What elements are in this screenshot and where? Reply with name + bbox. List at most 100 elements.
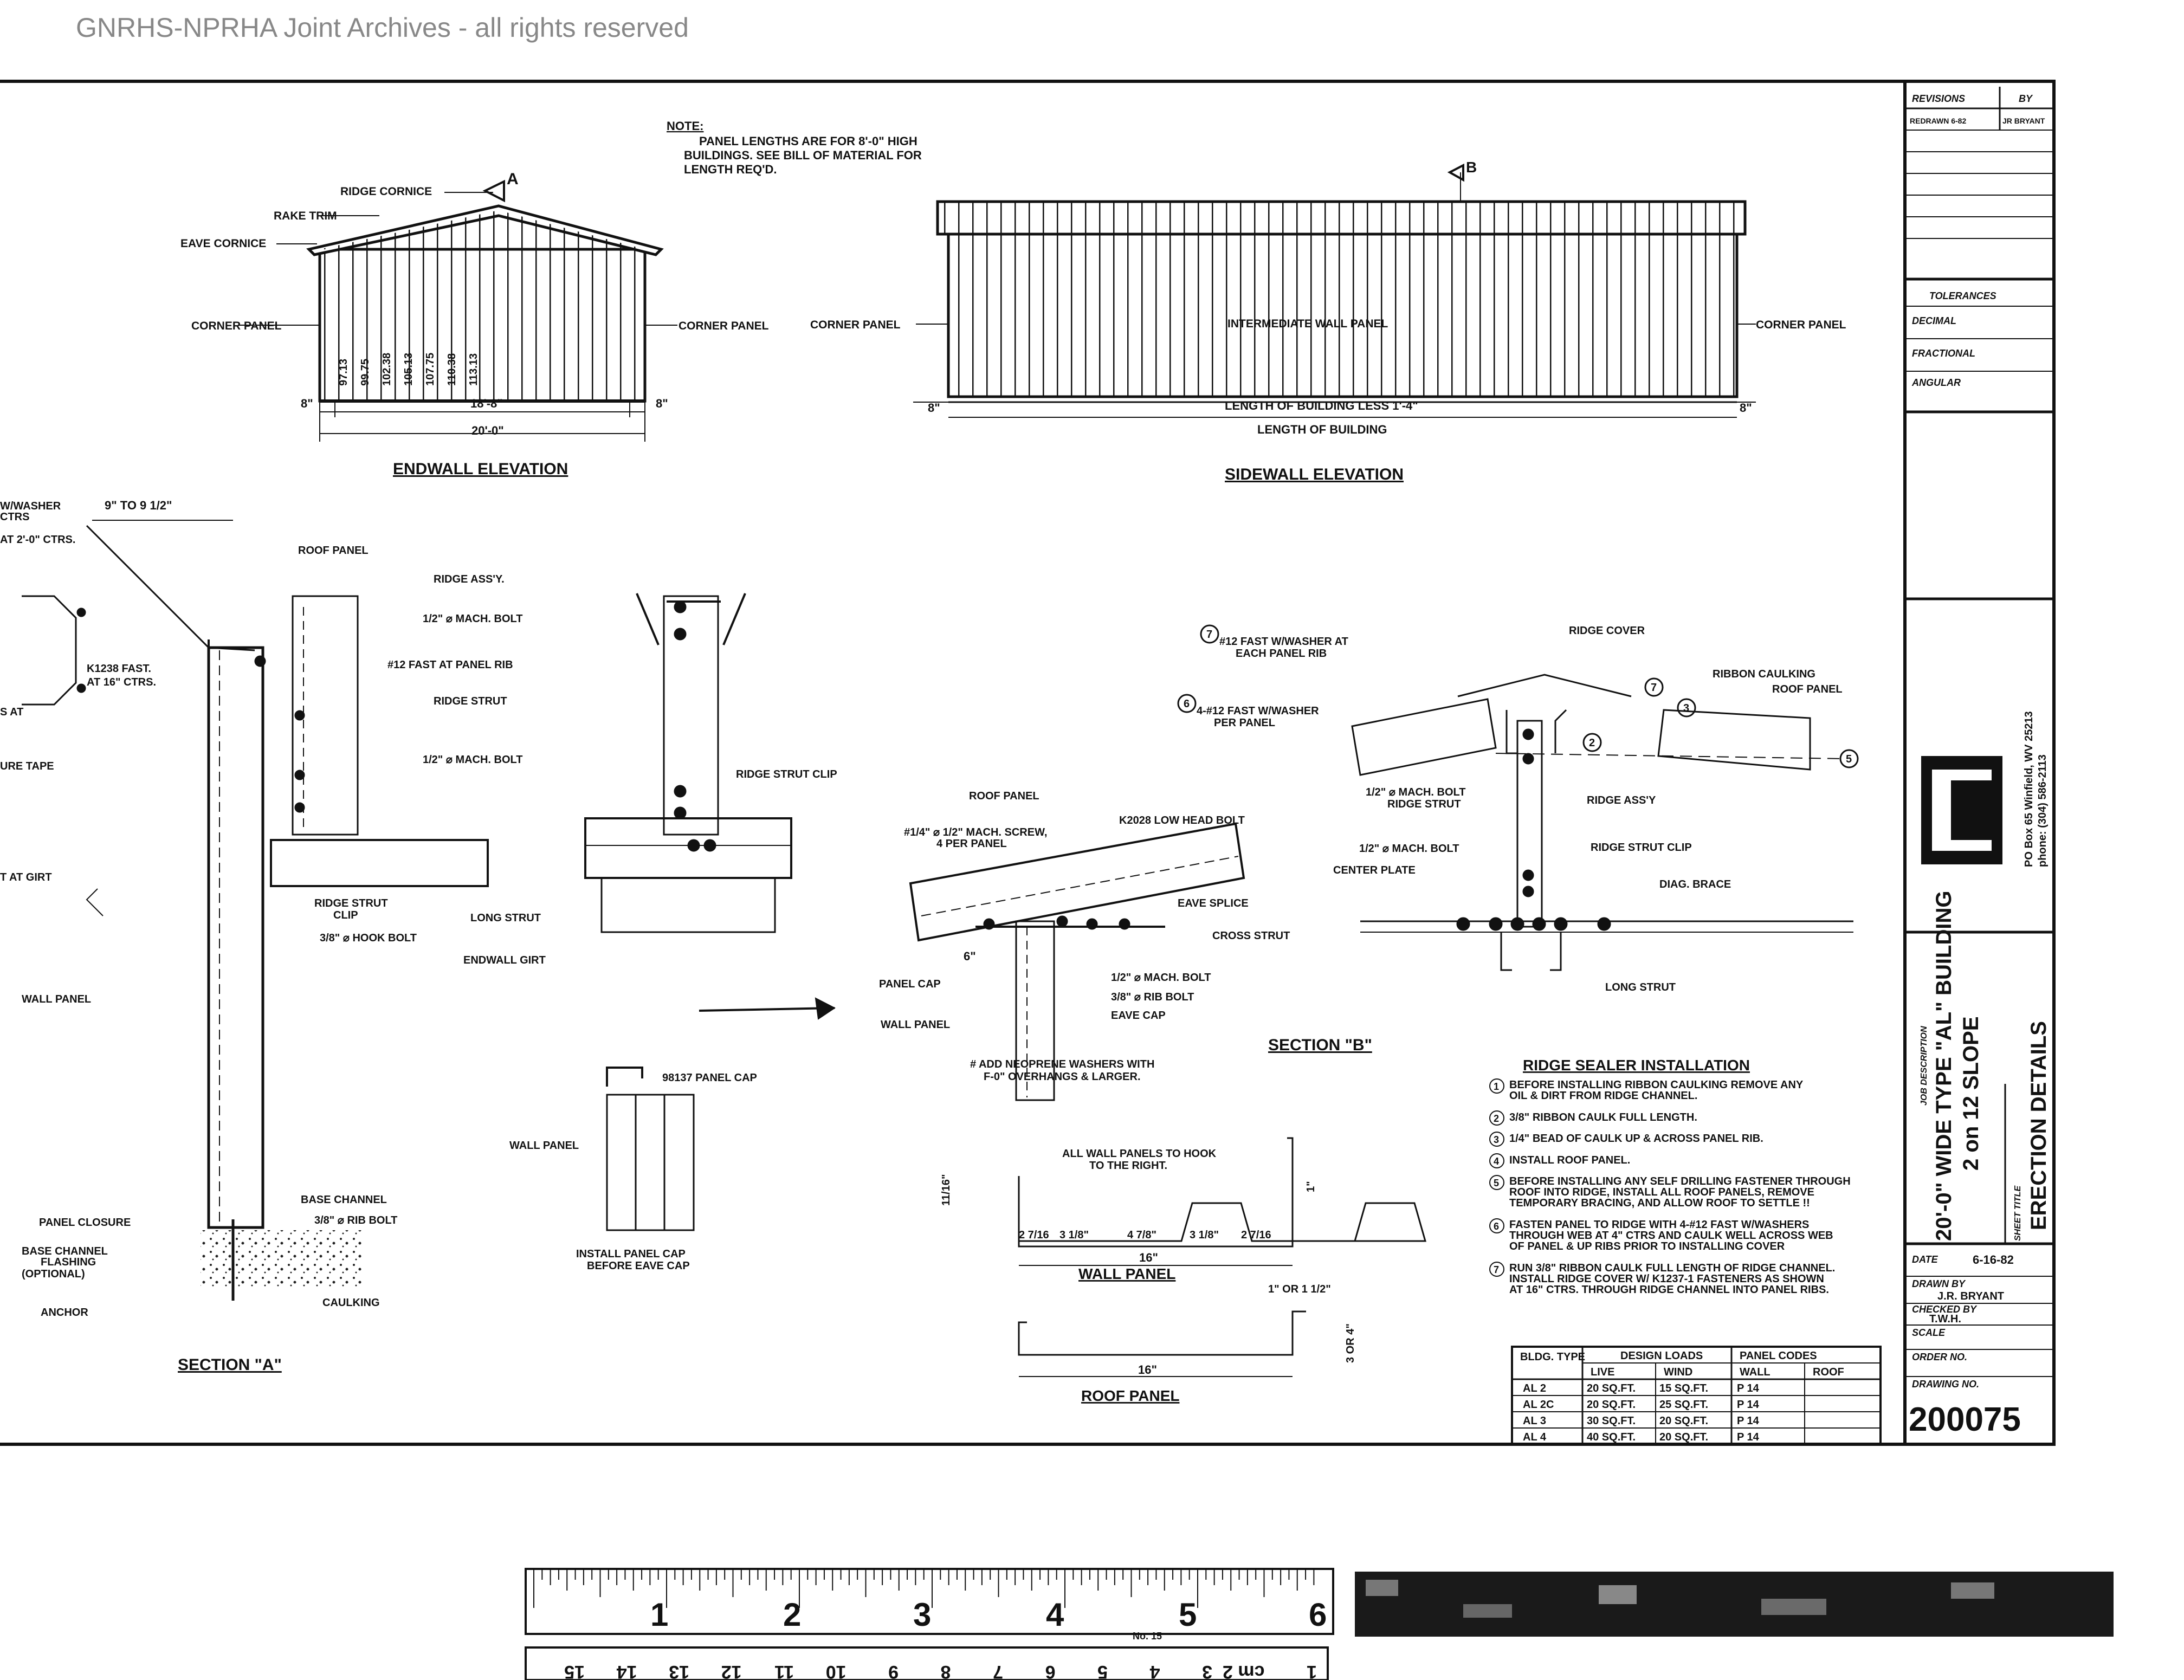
base-flashing-label: FLASHING: [41, 1256, 96, 1268]
ridge-assy-label: RIDGE ASS'Y: [1587, 794, 1656, 806]
ridge-cover-label: RIDGE COVER: [1569, 625, 1645, 637]
drawn-label: DRAWN BY: [1912, 1278, 1966, 1289]
sealer-step-number: 3: [1494, 1134, 1499, 1145]
section-a-drawing: [22, 520, 836, 1301]
k2028-label: K2028 LOW HEAD BOLT: [1119, 815, 1245, 826]
table-cell: AL 2: [1523, 1382, 1546, 1394]
mach-bolt-label: 1/2" ⌀ MACH. BOLT: [423, 754, 523, 766]
sealer-step: 2 3/8" RIBBON CAULK FULL LENGTH.: [1489, 1110, 1697, 1126]
table-cell: 40 SQ.FT.: [1587, 1431, 1636, 1443]
table-cell: 20 SQ.FT.: [1587, 1382, 1636, 1394]
dim-6-label: 6": [964, 949, 976, 963]
wall-panel-label: WALL PANEL: [509, 1140, 579, 1152]
section-b-title: SECTION "B": [1268, 1036, 1372, 1054]
calibration-strip: [1355, 1572, 2114, 1637]
panel-length-label: 113.13: [468, 353, 480, 386]
table-row: AL 3 30 SQ.FT. 20 SQ.FT. P 14: [1523, 1415, 1760, 1427]
wall-panel-title: WALL PANEL: [1078, 1265, 1175, 1282]
corner-panel-label: CORNER PANEL: [1756, 319, 1846, 331]
sealer-step-text: BEFORE INSTALLING ANY SELF DRILLING FAST…: [1509, 1175, 1851, 1187]
intermediate-wall-panel-label: INTERMEDIATE WALL PANEL: [1227, 318, 1388, 330]
panel-cap-labels: 98137 PANEL CAP WALL PANEL INSTALL PANEL…: [509, 1072, 757, 1272]
ruler-cm: 14: [617, 1662, 637, 1680]
fast-washer-label: EACH PANEL RIB: [1236, 648, 1327, 660]
dim-left-label: 8": [301, 397, 313, 410]
roof-panel-title: ROOF PANEL: [1081, 1387, 1179, 1404]
table-subheader: WALL: [1740, 1366, 1771, 1378]
job-line-1: 20'-0" WIDE TYPE "AL" BUILDING: [1932, 891, 1956, 1241]
neoprene-note: F-0" OVERHANGS & LARGER.: [984, 1071, 1141, 1083]
drawing-number: 200075: [1909, 1401, 2021, 1438]
neoprene-note: # ADD NEOPRENE WASHERS WITH: [970, 1058, 1154, 1070]
panel-length-label: 99.75: [359, 359, 371, 386]
sealer-step-number: 7: [1494, 1264, 1499, 1275]
sheet-title: ERECTION DETAILS: [2027, 1021, 2051, 1230]
table-subheader: ROOF: [1813, 1366, 1844, 1378]
ridge-strut-clip-label: RIDGE STRUT CLIP: [736, 768, 837, 780]
checked-value: T.W.H.: [1929, 1313, 1961, 1325]
rake-trim-label: RAKE TRIM: [274, 210, 337, 222]
ridge-cornice-label: RIDGE CORNICE: [340, 185, 432, 198]
roof-panel-label: ROOF PANEL: [1772, 683, 1843, 695]
sealer-step: 7 RUN 3/8" RIBBON CAULK FULL LENGTH OF R…: [1489, 1262, 1835, 1296]
table-cell: AL 4: [1523, 1431, 1547, 1443]
panel-length-label: 107.75: [424, 353, 436, 386]
panel-length-label: 97.13: [338, 359, 350, 386]
sealer-step-text: AT 16" CTRS. THROUGH RIDGE CHANNEL INTO …: [1509, 1284, 1829, 1296]
caulking-label: CAULKING: [322, 1297, 380, 1309]
fast-per-label: 4-#12 FAST W/WASHER: [1197, 705, 1319, 717]
sealer-step: 1 BEFORE INSTALLING RIBBON CAULKING REMO…: [1489, 1078, 1804, 1102]
ruler-cm: 7: [993, 1662, 1003, 1680]
ruler-inch: 2: [783, 1597, 801, 1633]
long-strut-label: LONG STRUT: [1605, 981, 1676, 993]
table-cell: 25 SQ.FT.: [1659, 1399, 1708, 1411]
checked-label: CHECKED BY: [1912, 1304, 1978, 1315]
roof-panel-labels: 1" OR 1 1/2" 3 OR 4" 16" ROOF PANEL: [1081, 1283, 1356, 1404]
corner-panel-label: CORNER PANEL: [810, 319, 901, 331]
roof-panel-label: ROOF PANEL: [969, 790, 1039, 802]
section-a-labels: W/WASHER CTRS AT 2'-0" CTRS. 9" TO 9 1/2…: [0, 499, 837, 1374]
section-a-title: SECTION "A": [178, 1356, 282, 1374]
dim-right-label: 8": [1740, 401, 1752, 415]
panel-dim: 4 7/8": [1127, 1229, 1156, 1241]
mach-bolt-label: 1/2" ⌀ MACH. BOLT: [423, 613, 523, 625]
rib-bolt-label: 3/8" ⌀ RIB BOLT: [1111, 991, 1194, 1003]
ruler-cm: 11: [774, 1662, 794, 1680]
dim-top-label: 9" TO 9 1/2": [105, 499, 172, 512]
decimal-label: DECIMAL: [1912, 315, 1956, 326]
endwall-labels: RIDGE CORNICE RAKE TRIM EAVE CORNICE COR…: [180, 170, 769, 478]
revision-entry: REDRAWN 6-82: [1910, 117, 1966, 125]
height-dim: 11/16": [940, 1174, 952, 1206]
hook-bolt-label: 3/8" ⌀ HOOK BOLT: [320, 932, 417, 944]
diag-brace-label: DIAG. BRACE: [1659, 878, 1731, 890]
mach-bolt-label: 1/2" ⌀ MACH. BOLT: [1366, 786, 1466, 798]
title-block: [1903, 80, 2056, 1446]
ridge-assy-label: RIDGE ASS'Y.: [434, 573, 505, 585]
panel-length-label: 102.38: [381, 353, 393, 386]
corner-panel-label: CORNER PANEL: [679, 320, 769, 332]
wall-panel-note: TO THE RIGHT.: [1089, 1160, 1167, 1172]
ruler-cm: 6: [1045, 1662, 1056, 1680]
tape-label: URE TAPE: [0, 760, 54, 772]
eave-cornice-label: EAVE CORNICE: [180, 237, 266, 250]
install-note: BEFORE EAVE CAP: [587, 1260, 690, 1272]
ruler-cm: 5: [1097, 1662, 1108, 1680]
table-cell: 20 SQ.FT.: [1659, 1415, 1708, 1427]
k1238-label: K1238 FAST.: [87, 663, 151, 675]
at16-label: AT 16" CTRS.: [87, 676, 156, 688]
title-block-labels: REVISIONS BY REDRAWN 6-82 JR BRYANT TOLE…: [1909, 93, 2051, 1438]
note-heading: NOTE:: [667, 119, 703, 133]
eave-detail-drawing: [909, 822, 1245, 1101]
angular-label: ANGULAR: [1911, 377, 1961, 388]
job-line-2: 2 on 12 SLOPE: [1959, 1016, 1983, 1171]
dim-total-label: 20'-0": [471, 424, 504, 437]
sealer-step-text: 3/8" RIBBON CAULK FULL LENGTH.: [1509, 1112, 1697, 1123]
callout-7: 7: [1651, 682, 1657, 694]
fast12-label: #12 FAST AT PANEL RIB: [387, 659, 513, 671]
callout-7: 7: [1206, 629, 1212, 641]
table-row: AL 4 40 SQ.FT. 20 SQ.FT. P 14: [1523, 1431, 1760, 1443]
ruler-cm: cm 2: [1223, 1662, 1265, 1680]
note-line: BUILDINGS. SEE BILL OF MATERIAL FOR: [684, 148, 922, 162]
table-cell: P 14: [1737, 1431, 1760, 1443]
